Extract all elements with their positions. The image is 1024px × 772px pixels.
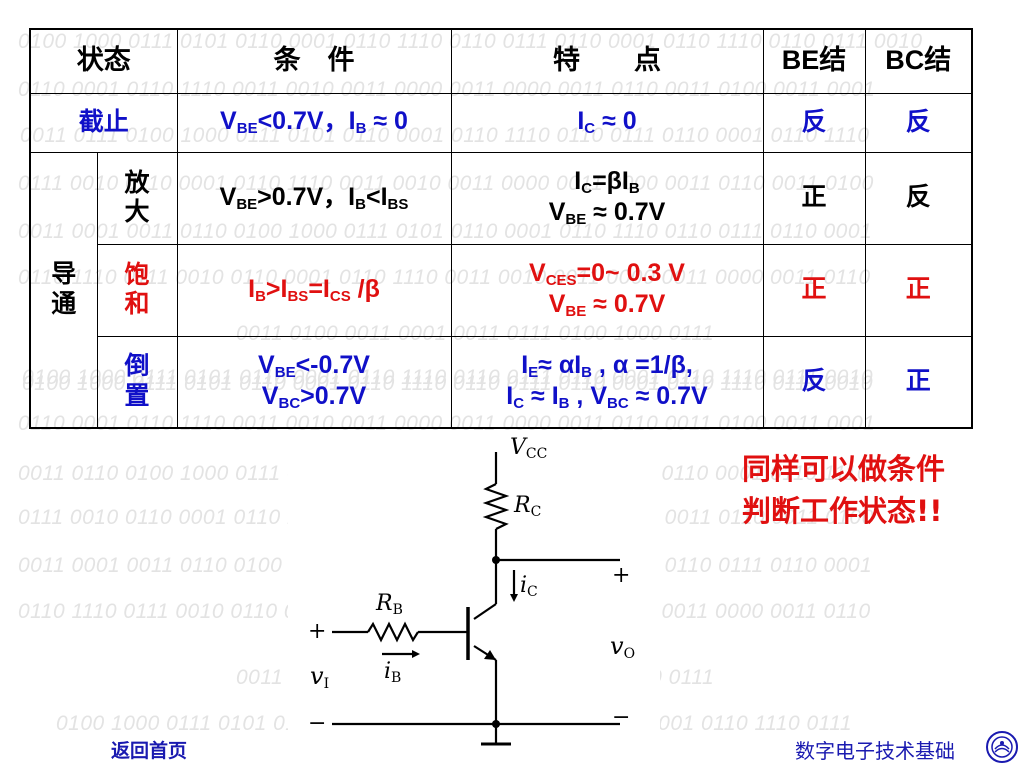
course-title: 数字电子技术基础 [795, 739, 955, 763]
row-saturate: 饱 和 IB>IBS=ICS /β VCES=0~ 0.3 V VBE ≈ 0.… [30, 243, 973, 337]
note-line-1: 同样可以做条件 [742, 452, 946, 486]
amplify-bc: 反 [864, 151, 973, 245]
output-plus: + [612, 563, 630, 588]
rc-resistor-shape [482, 483, 510, 530]
output-minus: − [612, 705, 630, 730]
saturate-feature: VCES=0~ 0.3 V VBE ≈ 0.7V [450, 243, 764, 337]
header-feature: 特 点 [450, 28, 764, 94]
cutoff-bc: 反 [864, 92, 973, 153]
cutoff-state: 截止 [29, 92, 178, 153]
header-state: 状态 [29, 28, 178, 94]
inverse-bc: 正 [864, 335, 973, 429]
ic-label: iC [520, 573, 538, 600]
ic-arrow [510, 594, 518, 602]
condition-note: 同样可以做条件 判断工作状态!! [742, 448, 945, 532]
row-amplify: 导 通 放 大 VBE>0.7V，IB<IBS IC=βIB VBE ≈ 0.7… [29, 151, 973, 429]
inverse-state: 倒 置 [96, 335, 178, 429]
input-minus: − [308, 711, 326, 736]
transistor-state-table: 状态 条 件 特 点 BE结 BC结 截止 VBE<0.7V，IB ≈ 0 IC… [29, 28, 973, 429]
rc-label: RC [513, 493, 541, 520]
row-cutoff: 截止 VBE<0.7V，IB ≈ 0 IC ≈ 0 反 反 [29, 92, 973, 153]
inverse-be: 反 [762, 335, 866, 429]
ib-label: iB [384, 659, 401, 686]
note-line-2: 判断工作状态!! [742, 494, 943, 528]
amplify-condition: VBE>0.7V，IB<IBS [176, 151, 452, 245]
collector-node [492, 556, 500, 564]
inverse-condition: VBE<-0.7V VBC>0.7V [176, 335, 452, 429]
cutoff-feature: IC ≈ 0 [450, 92, 764, 153]
ground-node [492, 720, 500, 728]
amplify-state: 放 大 [96, 151, 178, 245]
ib-arrow [412, 650, 420, 658]
university-logo-icon [986, 731, 1018, 763]
emitter-arrow [484, 650, 496, 660]
cutoff-be: 反 [762, 92, 866, 153]
amplify-feature: IC=βIB VBE ≈ 0.7V [450, 151, 764, 245]
saturate-condition: IB>IBS=ICS /β [176, 243, 452, 337]
vcc-label: VCC [510, 435, 547, 462]
saturate-state: 饱 和 [96, 243, 178, 337]
table-header-row: 状态 条 件 特 点 BE结 BC结 [29, 28, 973, 94]
back-to-home-link[interactable]: 返回首页 [111, 740, 188, 762]
rb-label: RB [375, 591, 403, 618]
header-bc-junction: BC结 [864, 28, 973, 94]
conduct-group-label: 导 通 [29, 151, 98, 429]
bjt-circuit-diagram: VCC RC iC RB iB vI vO + − + − [288, 432, 660, 768]
inverse-feature: IE≈ αIB , α =1/β, IC ≈ IB , VBC ≈ 0.7V [450, 335, 764, 429]
cutoff-condition: VBE<0.7V，IB ≈ 0 [176, 92, 452, 153]
vi-label: vI [310, 662, 329, 692]
saturate-bc: 正 [864, 243, 973, 337]
vo-label: vO [610, 632, 635, 662]
amplify-be: 正 [762, 151, 866, 245]
header-condition: 条 件 [176, 28, 452, 94]
saturate-be: 正 [762, 243, 866, 337]
input-plus: + [308, 619, 326, 644]
row-inverse: 倒 置 VBE<-0.7V VBC>0.7V IE≈ αIB , α =1/β,… [30, 335, 973, 429]
rb-resistor-shape [367, 621, 419, 643]
header-be-junction: BE结 [762, 28, 866, 94]
circuit-svg: VCC RC iC RB iB vI vO + − + − [308, 435, 635, 746]
